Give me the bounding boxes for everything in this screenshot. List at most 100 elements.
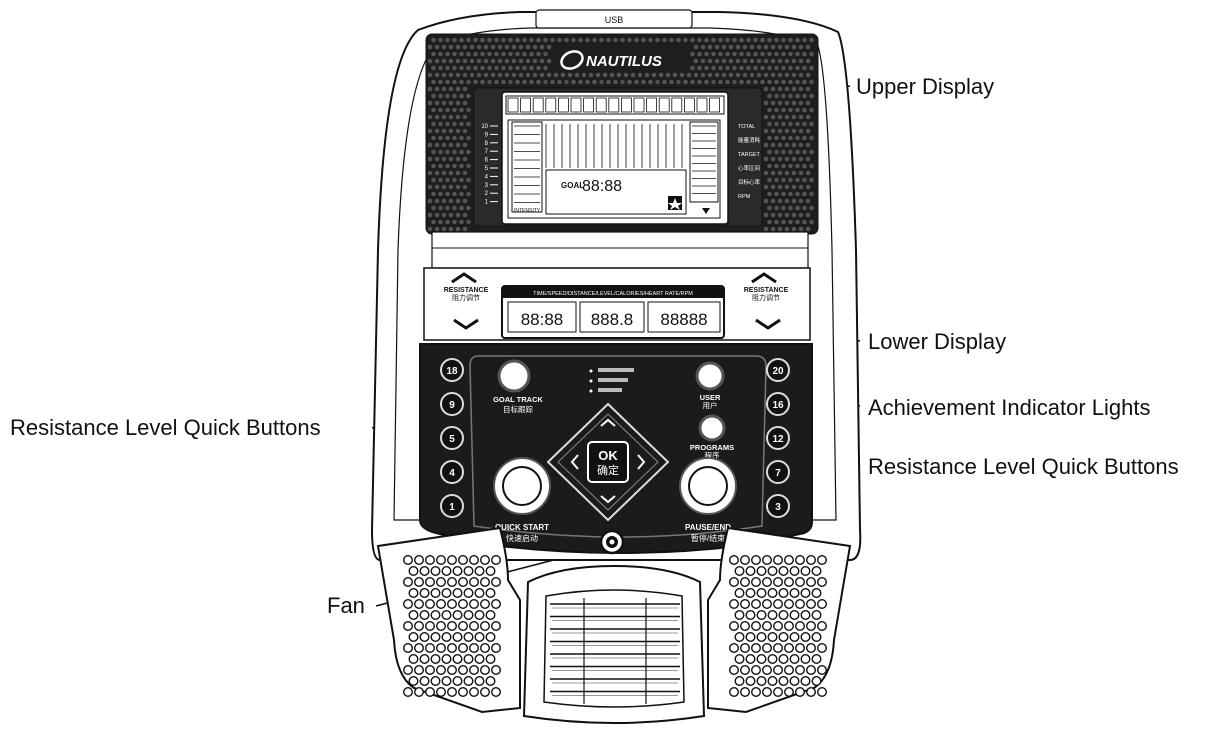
upper-right-label: 能量消耗 [738, 136, 761, 144]
resistance-up-left[interactable] [451, 272, 477, 284]
scale-tick-label: 7 [485, 149, 489, 155]
brand-name: NAUTILUS [586, 53, 662, 70]
resistance-left-label-cn: 阻力调节 [452, 293, 480, 302]
resistance-down-left[interactable] [453, 318, 479, 330]
scale-tick-label: 8 [485, 141, 489, 147]
heart-icon [702, 208, 710, 214]
scale-tick-label: 6 [485, 158, 489, 164]
quick-button-3[interactable]: 3 [766, 494, 790, 518]
usb-label: USB [605, 15, 624, 25]
middle-band [431, 231, 809, 269]
callout-resistance-left: Resistance Level Quick Buttons [10, 415, 321, 440]
quick-button-label: 9 [449, 400, 455, 411]
quick-button-label: 12 [772, 434, 784, 445]
right-grill-holes [729, 555, 828, 698]
quick-button-label: 16 [772, 400, 784, 411]
lower-value-1: 88:88 [521, 310, 564, 329]
ok-label-cn: 确定 [597, 463, 619, 477]
scale-tick-label: 5 [485, 166, 489, 172]
scale-tick-label: 10 [481, 124, 488, 130]
goal-label: GOAL [561, 181, 584, 190]
goal-track-button[interactable] [497, 359, 531, 393]
quick-button-label: 7 [775, 468, 781, 479]
scale-tick-label: 1 [485, 200, 489, 206]
nautilus-logo: NAUTILUS [560, 50, 662, 70]
scale-tick-label: 3 [485, 183, 489, 189]
quick-button-20[interactable]: 20 [766, 358, 790, 382]
quick-buttons-right: 20 16 12 7 3 [766, 358, 790, 518]
pause-end-button[interactable] [679, 457, 737, 515]
usb-port[interactable] [535, 9, 693, 29]
lower-display-header: TIME/SPEED/DISTANCE/LEVEL/CALORIES/HEART… [533, 291, 693, 297]
resistance-right-label: RESISTANCE [744, 287, 789, 294]
upper-mesh-pattern [427, 37, 814, 232]
quick-button-12[interactable]: 12 [766, 426, 790, 450]
resistance-right-label-cn: 阻力调节 [752, 293, 780, 302]
goal-track-label-cn: 目标跟踪 [503, 404, 533, 414]
quick-button-label: 3 [775, 502, 781, 513]
user-label-cn: 用户 [703, 400, 718, 410]
quick-button-4[interactable]: 4 [440, 460, 464, 484]
quick-start-label-cn: 快速启动 [506, 533, 538, 543]
programs-label: PROGRAMS [690, 443, 734, 452]
lower-display: TIME/SPEED/DISTANCE/LEVEL/CALORIES/HEART… [501, 285, 725, 339]
callout-fan: Fan [327, 593, 365, 618]
programs-label-cn: 程序 [705, 450, 720, 460]
quick-button-1[interactable]: 1 [440, 494, 464, 518]
ok-button[interactable] [587, 441, 629, 483]
resistance-up-right[interactable] [751, 272, 777, 284]
pause-end-label: PAUSE/END [685, 523, 731, 532]
goal-track-label: GOAL TRACK [493, 395, 543, 404]
quick-buttons-left: 18 9 5 4 1 [440, 358, 464, 518]
nav-down-icon[interactable] [600, 495, 616, 504]
quick-button-7[interactable]: 7 [766, 460, 790, 484]
intensity-label: INTENSITY [514, 208, 541, 214]
quick-button-label: 5 [449, 434, 455, 445]
resistance-left-label: RESISTANCE [444, 287, 489, 294]
quick-button-16[interactable]: 16 [766, 392, 790, 416]
user-label: USER [700, 393, 721, 402]
nav-up-icon[interactable] [600, 418, 616, 427]
callout-achievement-lights: Achievement Indicator Lights [868, 395, 1151, 420]
intensity-scale: 10 9 8 7 6 5 4 3 2 1 [481, 124, 498, 206]
pause-end-label-cn: 暂停/结束 [691, 533, 725, 543]
callout-upper-display: Upper Display [856, 74, 995, 99]
achievement-lights [589, 368, 634, 393]
scale-tick-label: 2 [485, 191, 489, 197]
scale-tick-label: 9 [485, 132, 489, 138]
quick-button-label: 18 [446, 366, 458, 377]
vent-slats [550, 598, 680, 704]
resistance-down-right[interactable] [755, 318, 781, 330]
quick-start-button[interactable] [493, 457, 551, 515]
center-air-vent [522, 564, 706, 724]
upper-right-label: TOTAL [738, 124, 755, 130]
upper-right-label: 心率区间 [738, 164, 760, 172]
callout-resistance-right: Resistance Level Quick Buttons [868, 454, 1179, 479]
programs-button[interactable] [698, 414, 726, 442]
user-button[interactable] [695, 361, 725, 391]
quick-button-18[interactable]: 18 [440, 358, 464, 382]
left-grill-holes [403, 555, 502, 698]
nav-right-icon[interactable] [637, 454, 646, 470]
quick-button-label: 20 [772, 366, 784, 377]
ok-label: OK [598, 448, 618, 463]
upper-right-label: TARGET [738, 152, 761, 158]
quick-button-label: 1 [449, 502, 455, 513]
upper-display: GOAL 88:88 INTENSITY [473, 87, 763, 227]
quick-button-9[interactable]: 9 [440, 392, 464, 416]
nav-left-icon[interactable] [570, 454, 579, 470]
quick-button-5[interactable]: 5 [440, 426, 464, 450]
quick-button-label: 4 [449, 468, 455, 479]
goal-digits: 88:88 [582, 178, 622, 195]
upper-right-label: RPM [738, 194, 751, 200]
upper-right-label: 目标心率 [738, 178, 761, 186]
fan-button[interactable] [599, 529, 625, 555]
callout-lower-display: Lower Display [868, 329, 1007, 354]
lower-value-2: 888.8 [591, 310, 634, 329]
lower-value-3: 88888 [660, 310, 707, 329]
scale-tick-label: 4 [485, 174, 489, 180]
quick-start-label: QUICK START [495, 523, 549, 532]
